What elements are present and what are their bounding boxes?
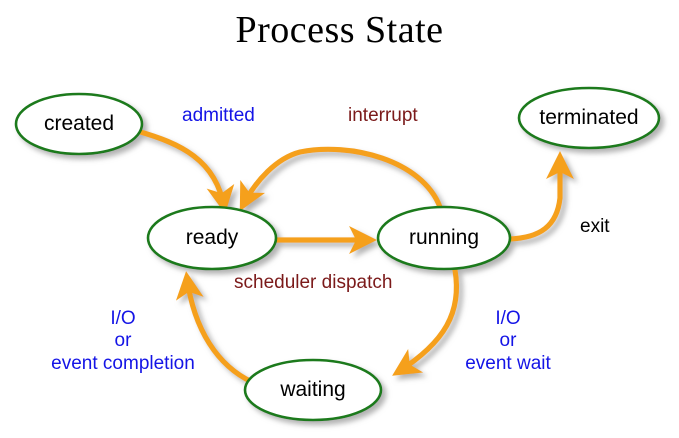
edge-interrupt bbox=[239, 146, 443, 212]
edge-label-io-event-completion: I/O or event completion bbox=[51, 308, 195, 374]
node-created[interactable] bbox=[14, 92, 144, 156]
page-title: Process State bbox=[235, 9, 444, 51]
edge-label-interrupt: interrupt bbox=[348, 105, 418, 126]
edge-io-event-completion bbox=[175, 271, 255, 385]
node-terminated[interactable] bbox=[517, 86, 661, 150]
node-waiting[interactable] bbox=[243, 358, 383, 422]
edge-label-exit: exit bbox=[580, 216, 610, 237]
edge-label-scheduler-dispatch: scheduler dispatch bbox=[234, 272, 393, 293]
edge-admitted bbox=[134, 128, 235, 214]
node-running[interactable] bbox=[376, 205, 512, 271]
edge-label-io-event-wait: I/O or event wait bbox=[465, 308, 551, 374]
edge-io-event-wait bbox=[392, 267, 460, 376]
node-ready[interactable] bbox=[146, 205, 278, 271]
edge-label-admitted: admitted bbox=[182, 105, 255, 126]
edge-exit bbox=[506, 151, 574, 242]
